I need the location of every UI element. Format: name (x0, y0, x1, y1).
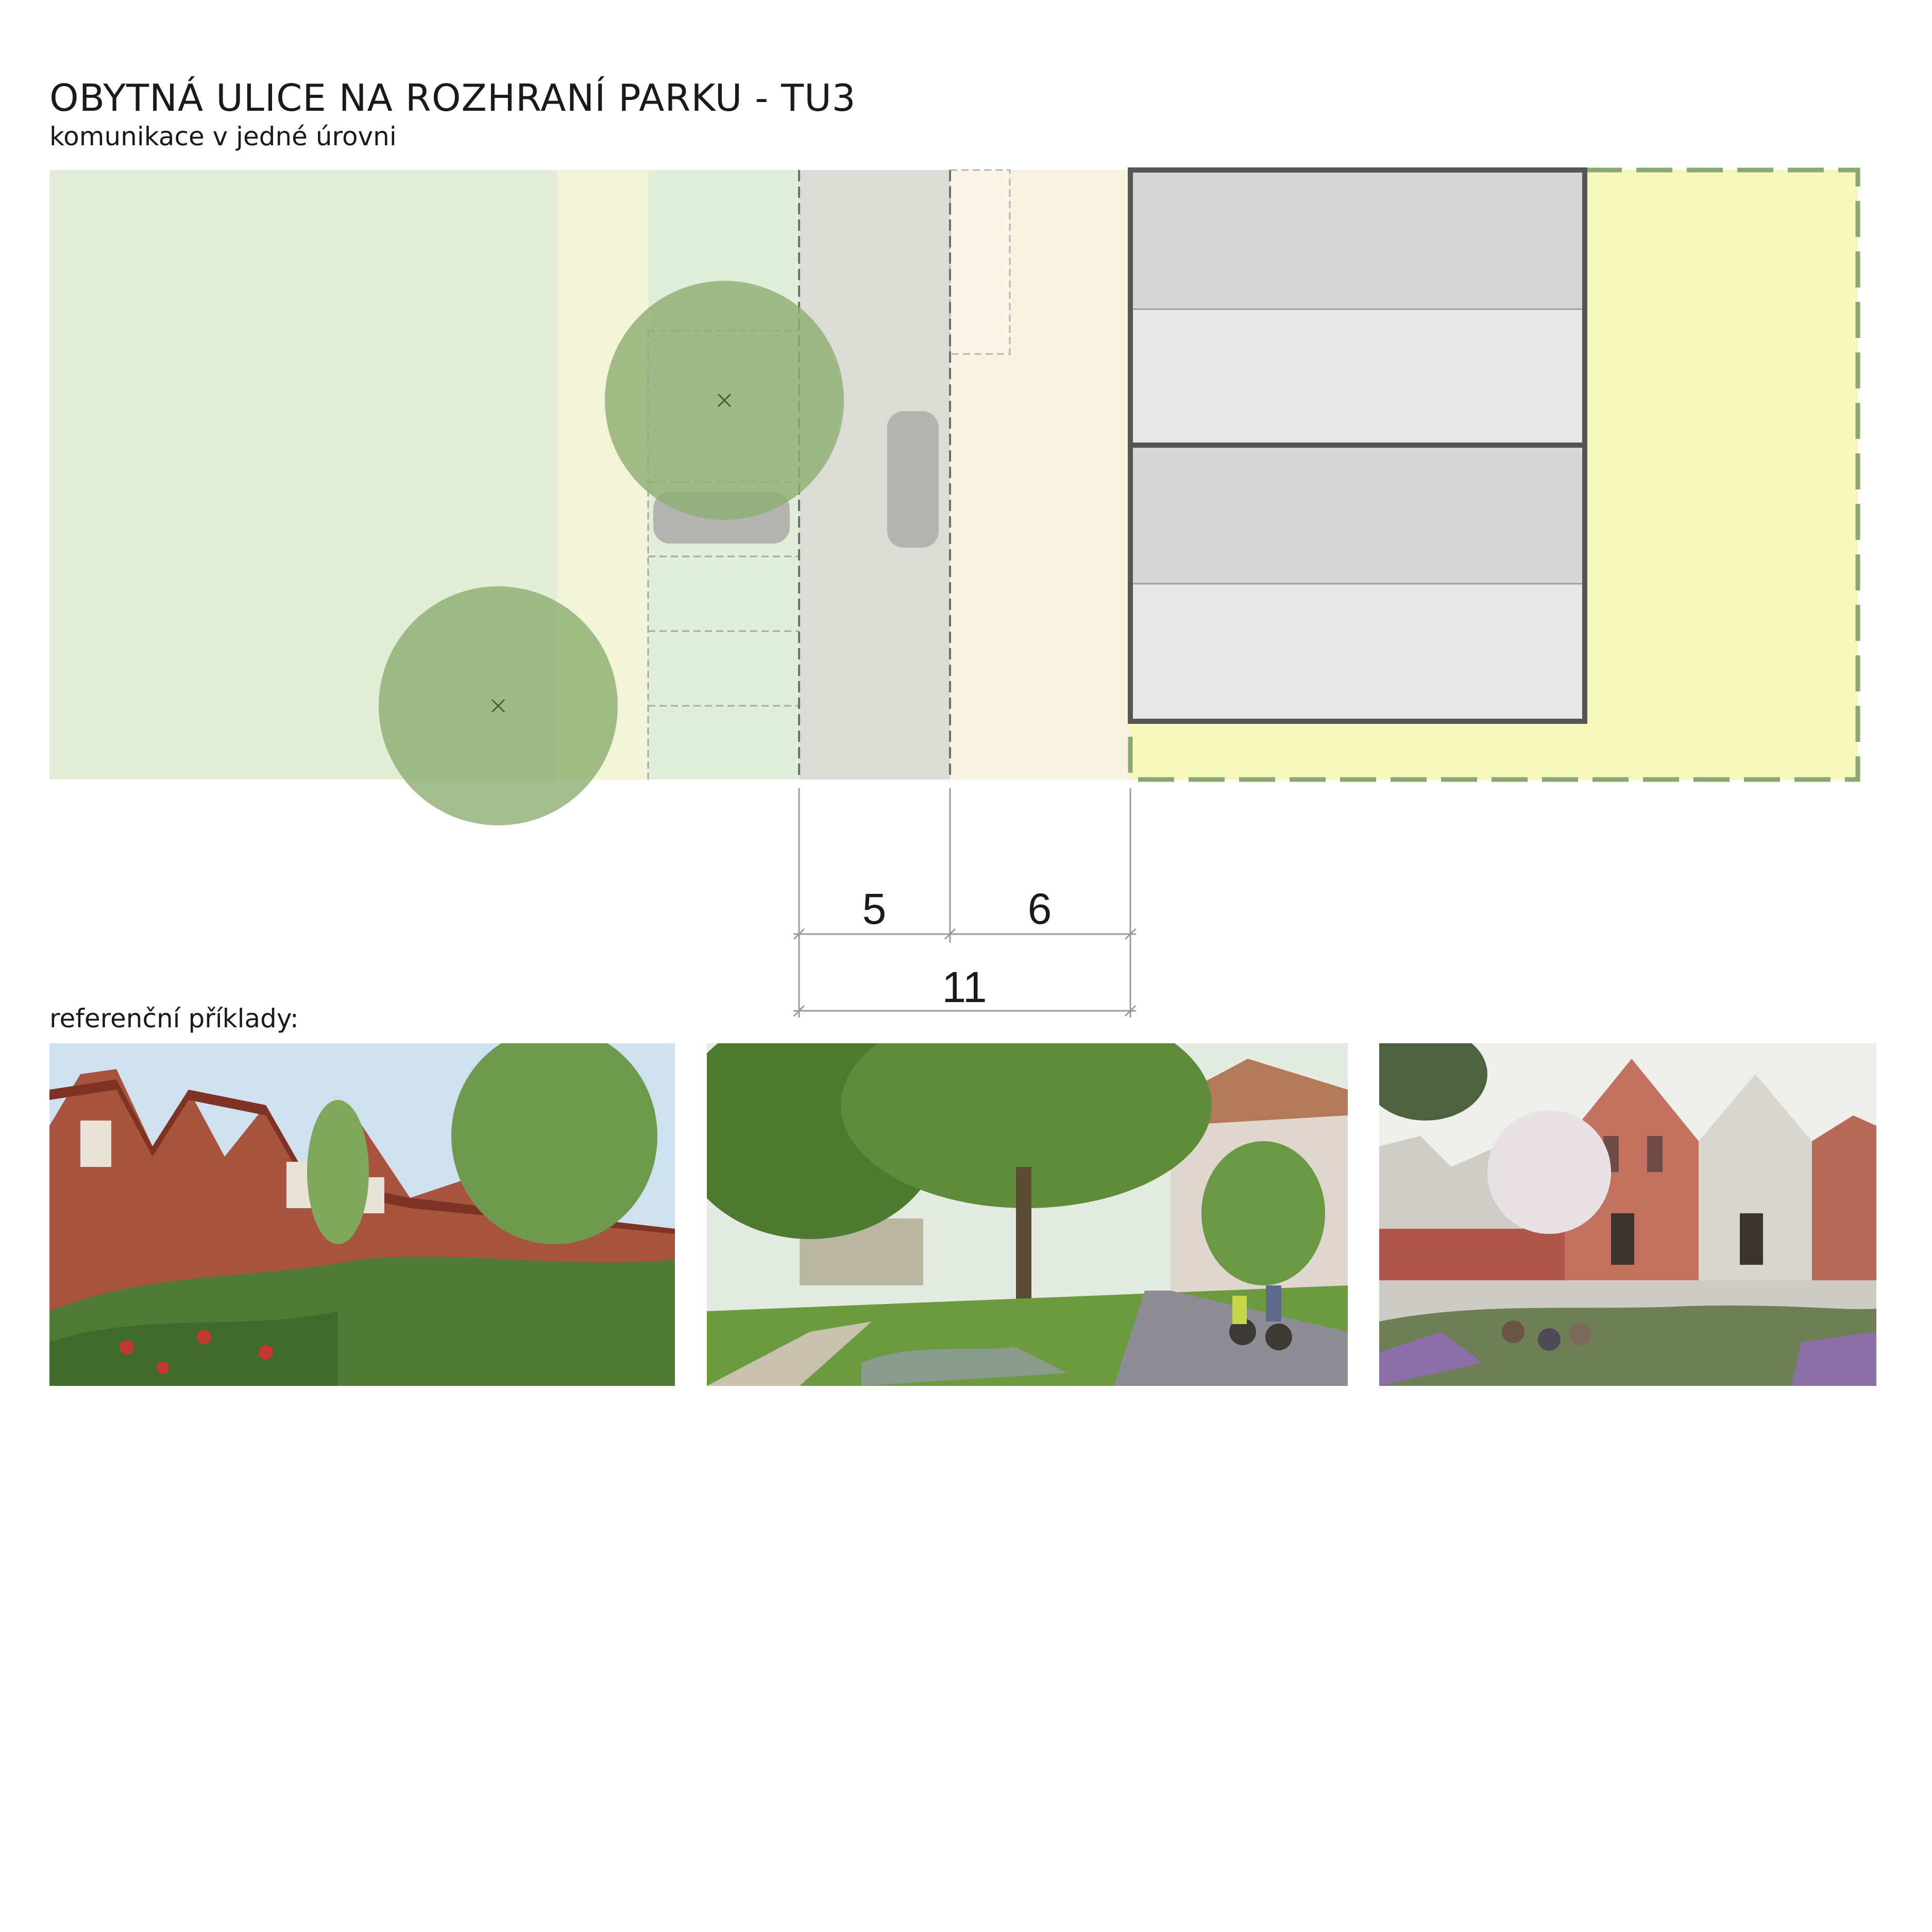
tree-upper (605, 281, 844, 520)
building-block (1128, 167, 1587, 724)
dimension-left: 5 (862, 885, 887, 933)
paved-strip (949, 169, 1011, 355)
dimension-right: 6 (1028, 885, 1052, 933)
page-title: OBYTNÁ ULICE NA ROZHRANÍ PARKU - TU3 (49, 76, 856, 120)
moving-car (887, 411, 939, 548)
street-plan-diagram: 5 6 11 (49, 167, 1860, 1018)
plot-boundary (1128, 167, 1860, 782)
tree-lower (379, 586, 618, 825)
reference-image-3 (1379, 1043, 1876, 1386)
reference-image-1 (49, 1043, 675, 1386)
reference-image-2 (707, 1043, 1348, 1386)
dimension-lines (793, 788, 1137, 1018)
references-label: referenční příklady: (49, 1004, 299, 1033)
dimension-total: 11 (942, 963, 987, 1011)
page-subtitle: komunikace v jedné úrovni (49, 122, 397, 151)
